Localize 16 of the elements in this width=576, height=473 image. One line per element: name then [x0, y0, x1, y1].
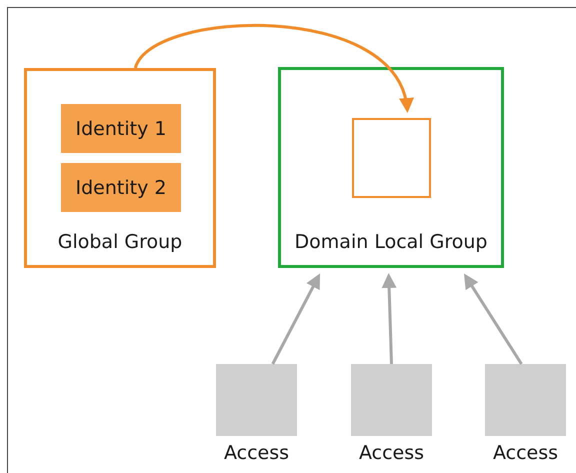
- arrow: [271, 273, 320, 365]
- arrow: [134, 24, 412, 113]
- group-box: [24, 68, 216, 268]
- group-label: Domain Local Group: [294, 231, 488, 253]
- arrow: [382, 273, 397, 364]
- access-label: Access: [492, 442, 558, 464]
- identity-label: Identity 2: [76, 176, 166, 198]
- identity-box: [61, 104, 181, 153]
- empty-box: [352, 118, 431, 198]
- group-box: [278, 67, 504, 268]
- group-label: Global Group: [58, 231, 182, 253]
- identity-box: [61, 163, 181, 212]
- arrow: [464, 274, 523, 365]
- access-label: Access: [224, 442, 290, 464]
- identity-label: Identity 1: [76, 118, 166, 140]
- access-label: Access: [358, 442, 424, 464]
